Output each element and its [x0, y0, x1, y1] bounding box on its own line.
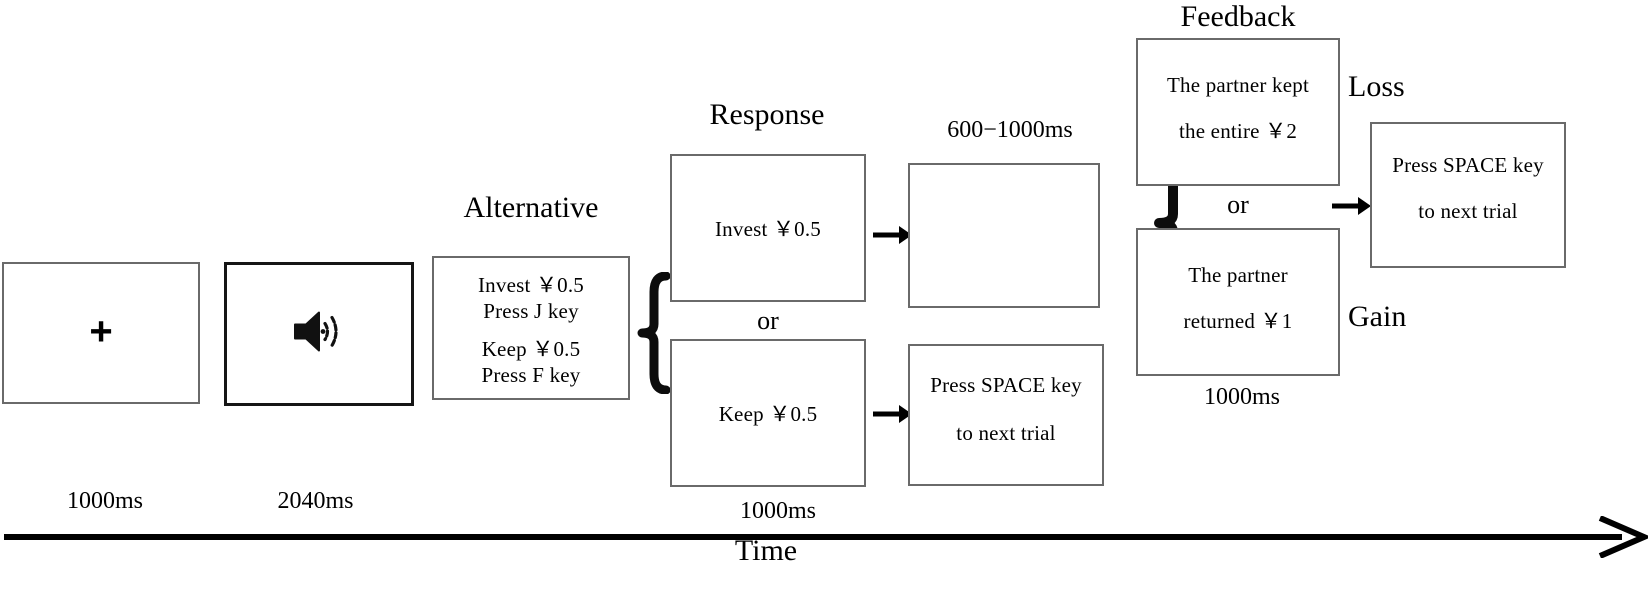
final-next-trial-line2: to next trial [1418, 199, 1518, 223]
time-axis-label: Time [734, 534, 798, 567]
sound-screen [224, 262, 414, 406]
label-gain: Gain [1348, 300, 1407, 333]
final-next-trial-line1: Press SPACE key [1392, 153, 1544, 177]
arrow-invest-to-delay [873, 224, 913, 246]
duration-sound: 2040ms [277, 488, 354, 514]
duration-feedback: 1000ms [1203, 384, 1280, 410]
final-next-trial-screen: Press SPACE key to next trial [1370, 122, 1566, 268]
alternative-line3: Keep ￥0.5 [481, 337, 581, 361]
duration-response: 1000ms [739, 498, 816, 524]
alternative-line2: Press J key [483, 299, 579, 323]
feedback-loss-line2: the entire ￥2 [1178, 119, 1298, 143]
response-keep-text: Keep ￥0.5 [718, 402, 818, 426]
label-alternative: Alternative [463, 191, 599, 224]
duration-fixation: 1000ms [66, 488, 143, 514]
fixation-screen: + [2, 262, 200, 404]
keep-next-trial-line1: Press SPACE key [930, 373, 1082, 397]
label-feedback: Feedback [1180, 0, 1296, 33]
time-axis-arrow [4, 516, 1648, 558]
speaker-icon [292, 309, 346, 360]
fixation-cross-symbol: + [89, 309, 113, 354]
arrow-keep-to-next-trial [873, 403, 913, 425]
keep-next-trial-screen: Press SPACE key to next trial [908, 344, 1104, 486]
alternative-line1: Invest ￥0.5 [477, 273, 585, 297]
response-invest-screen: Invest ￥0.5 [670, 154, 866, 302]
or-label-feedback: or [1227, 190, 1249, 219]
keep-next-trial-line2: to next trial [956, 421, 1056, 445]
response-invest-text: Invest ￥0.5 [714, 217, 822, 241]
label-response: Response [709, 98, 825, 131]
or-label-response: or [757, 306, 779, 335]
feedback-gain-screen: The partner returned ￥1 [1136, 228, 1340, 376]
label-loss: Loss [1348, 70, 1405, 103]
delay-blank-screen [908, 163, 1100, 308]
alternative-line4: Press F key [481, 363, 581, 387]
feedback-gain-line1: The partner [1188, 263, 1288, 287]
brace-response-split [636, 272, 670, 394]
feedback-gain-line2: returned ￥1 [1183, 309, 1293, 333]
arrow-feedback-to-next-trial [1332, 195, 1372, 217]
feedback-loss-screen: The partner kept the entire ￥2 [1136, 38, 1340, 186]
alternative-screen: Invest ￥0.5 Press J key Keep ￥0.5 Press … [432, 256, 630, 400]
duration-delay: 600−1000ms [947, 117, 1073, 143]
response-keep-screen: Keep ￥0.5 [670, 339, 866, 487]
feedback-loss-line1: The partner kept [1167, 73, 1309, 97]
